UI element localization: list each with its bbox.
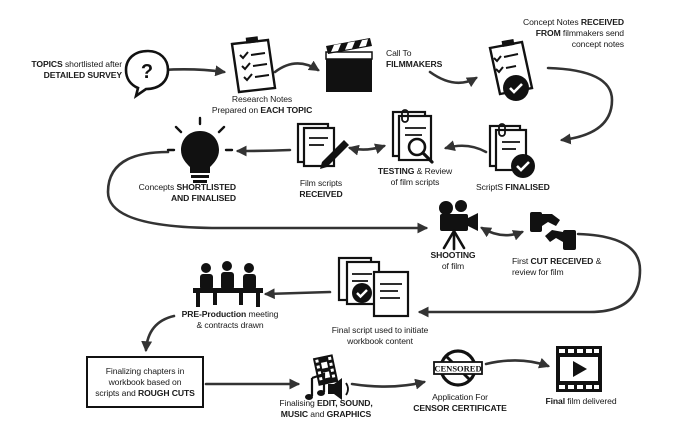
arrow-concepts-received-to-scripts-final [546, 66, 614, 145]
clipboard-check-icon [488, 39, 534, 101]
label-final-film-delivered: Final film delivered [545, 396, 617, 406]
arrow-testing-to-film-scripts [347, 143, 387, 156]
film-music-sound-icon [305, 354, 349, 400]
question-bubble-icon: ? [124, 49, 170, 100]
arrow-scripts-final-to-testing [443, 140, 488, 154]
label-first-cut-received: First CUT RECEIVED &review for film [512, 256, 602, 277]
checklist-clipboard-icon [230, 36, 277, 94]
arrow-call-to-concepts-received [428, 70, 478, 88]
document-check-icon [488, 123, 535, 178]
arrow-final-script-to-pre-production [263, 288, 332, 300]
clapperboard-icon [325, 38, 373, 92]
movie-camera-icon [439, 200, 478, 251]
arrow-film-scripts-to-concepts [235, 145, 292, 157]
arrow-finalising-to-censor [350, 378, 427, 390]
arrow-pre-production-to-chapters [141, 314, 176, 353]
arrow-shooting-first-cut [480, 226, 525, 241]
video-player-icon [556, 346, 602, 392]
label-pre-production: PRE-Production meeting& contracts drawn [181, 309, 279, 330]
arrow-topics-to-research [161, 65, 227, 77]
arrow-first-cut-to-final-script [417, 232, 642, 318]
meeting-people-icon [193, 261, 263, 307]
arrow-concepts-to-shooting [106, 150, 429, 234]
document-magnifier-icon [391, 109, 434, 164]
label-finalising-edit: Finalising EDIT, SOUND,MUSIC and GRAPHIC… [279, 398, 373, 419]
censored-stamp-text: CENSORED [434, 364, 481, 374]
light-bulb-icon [166, 116, 234, 183]
final-script-documents-icon [337, 256, 410, 318]
handshake-icon [530, 212, 576, 250]
question-mark: ? [141, 61, 153, 83]
arrow-censor-to-final-film [484, 357, 551, 369]
censored-stamp-icon: CENSORED [433, 349, 483, 387]
arrow-research-to-call [273, 60, 320, 74]
label-scripts-finalised: ScriptS FINALISED [476, 182, 550, 192]
script-pen-icon [296, 122, 349, 169]
